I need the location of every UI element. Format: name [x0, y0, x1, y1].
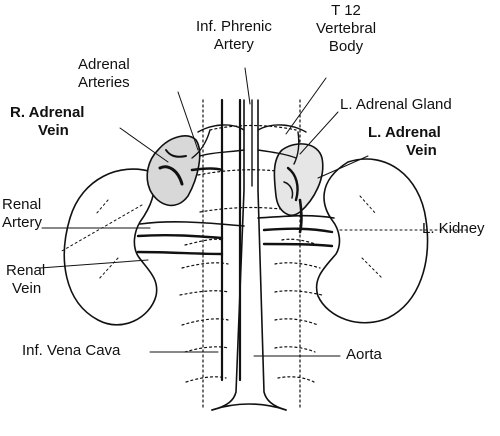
left-kidney: [315, 158, 471, 324]
leader-lines: [39, 67, 369, 357]
renal-veins: [136, 227, 334, 256]
renal-artery-label: Renal Artery: [2, 196, 43, 231]
renal-arteries: [139, 214, 335, 227]
inf-phrenic-artery-label: Inf. Phrenic Artery: [196, 18, 272, 53]
t12-vertebral-body-label: T 12 Vertebral Body: [316, 2, 377, 55]
adrenal-arteries-label: Adrenal Arteries: [78, 56, 130, 91]
right-adrenal-gland: [146, 135, 201, 207]
adrenal-arteries: [191, 99, 307, 187]
aorta: [211, 99, 287, 411]
inf-vena-cava-label: Inf. Vena Cava: [22, 342, 121, 359]
inferior-vena-cava: [220, 98, 242, 382]
aorta-label: Aorta: [346, 346, 382, 363]
right-kidney: [59, 168, 158, 326]
adrenal-veins: [190, 167, 303, 234]
l-kidney-label: L. Kidney: [422, 220, 485, 237]
r-adrenal-vein-label: R. Adrenal Vein: [10, 104, 85, 139]
l-adrenal-gland-label: L. Adrenal Gland: [340, 96, 452, 113]
renal-vein-label: Renal Vein: [6, 262, 46, 297]
l-adrenal-vein-label: L. Adrenal Vein: [368, 124, 441, 159]
